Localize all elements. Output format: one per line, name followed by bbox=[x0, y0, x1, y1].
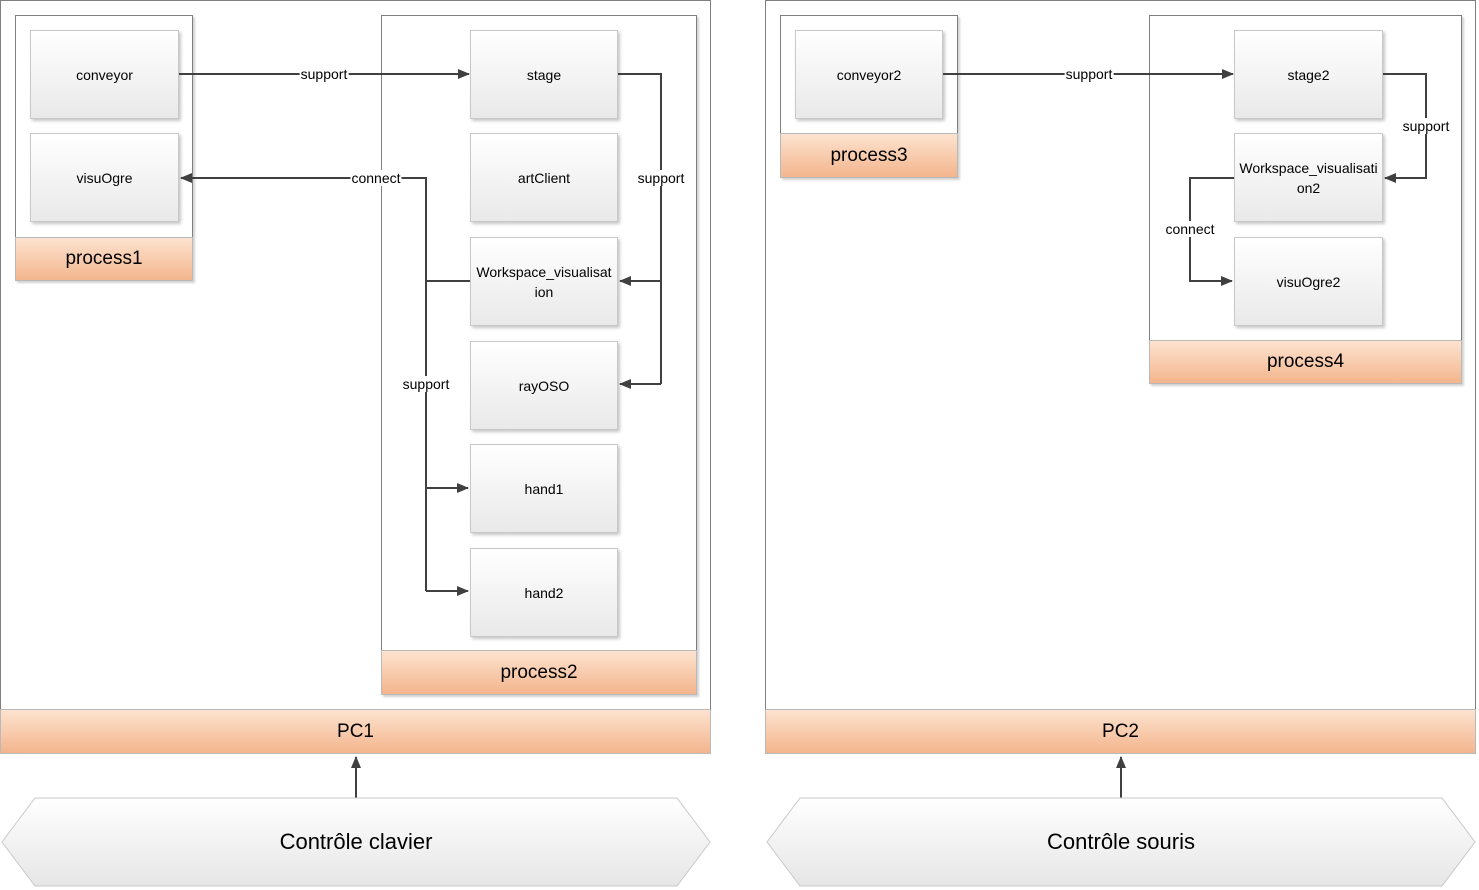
label-workspace2-connect: connect bbox=[1164, 221, 1216, 237]
label-conveyor2-stage2: support bbox=[1064, 66, 1114, 82]
control-clavier-label: Contrôle clavier bbox=[279, 829, 433, 854]
component-conveyor[interactable]: conveyor bbox=[30, 30, 179, 119]
control-souris-shape bbox=[766, 797, 1476, 887]
process1-bar: process1 bbox=[15, 237, 193, 281]
label-stage-support: support bbox=[636, 170, 686, 186]
label-workspace-connect: connect bbox=[350, 170, 402, 186]
component-stage2[interactable]: stage2 bbox=[1234, 30, 1383, 119]
component-workspace-visualisation[interactable]: Workspace_visualisation bbox=[470, 237, 618, 326]
process3-bar: process3 bbox=[780, 133, 958, 178]
label-workspace-support: support bbox=[401, 376, 451, 392]
process4-bar: process4 bbox=[1149, 340, 1462, 384]
pc1-bar: PC1 bbox=[0, 709, 711, 754]
control-souris-label: Contrôle souris bbox=[1047, 829, 1195, 854]
component-hand2[interactable]: hand2 bbox=[470, 548, 618, 637]
edge-stage-right-bus bbox=[618, 73, 662, 384]
process2-bar: process2 bbox=[381, 650, 697, 695]
control-clavier-shape bbox=[1, 797, 711, 887]
component-conveyor2[interactable]: conveyor2 bbox=[795, 30, 943, 119]
component-stage[interactable]: stage bbox=[470, 30, 618, 119]
label-stage2-support: support bbox=[1401, 118, 1451, 134]
component-workspace-visualisation2[interactable]: Workspace_visualisation2 bbox=[1234, 133, 1383, 222]
label-conveyor-stage: support bbox=[299, 66, 349, 82]
component-artclient[interactable]: artClient bbox=[470, 133, 618, 222]
component-rayoso[interactable]: rayOSO bbox=[470, 341, 618, 430]
pc2-bar: PC2 bbox=[765, 709, 1476, 754]
component-visuogre2[interactable]: visuOgre2 bbox=[1234, 237, 1383, 326]
component-hand1[interactable]: hand1 bbox=[470, 444, 618, 533]
edge-workspace-connect bbox=[180, 173, 470, 282]
component-visuogre[interactable]: visuOgre bbox=[30, 133, 179, 222]
